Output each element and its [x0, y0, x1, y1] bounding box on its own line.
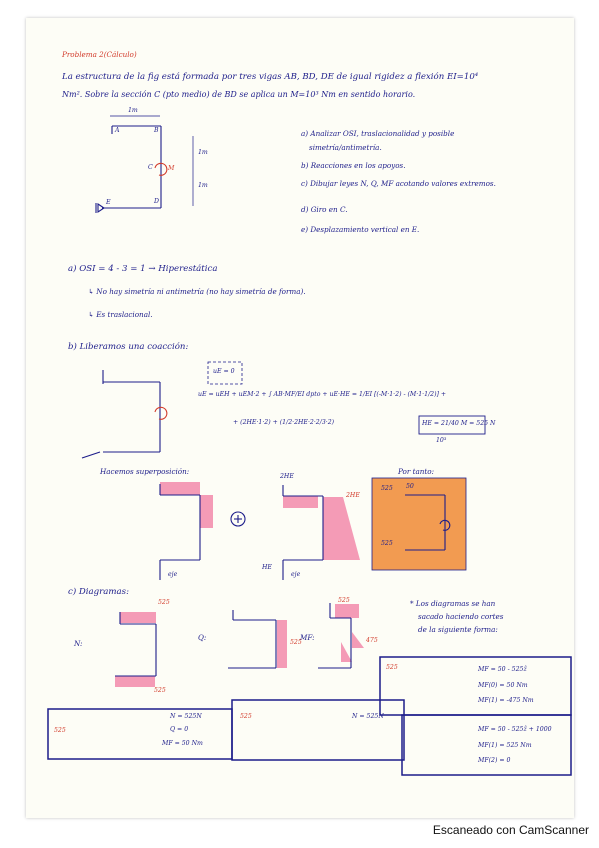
dim-top: 1m [128, 107, 138, 114]
label-2he-top: 2HE [280, 473, 294, 480]
superposition-label: Hacemos superposición: [100, 467, 190, 476]
moment-label: M [168, 165, 175, 172]
box4-mf2: MF(2) = 0 [478, 757, 511, 764]
box1-q: Q = 0 [170, 726, 189, 733]
condition: uE = 0 [213, 368, 235, 375]
structure-figure [95, 115, 194, 214]
mf-value-525: 525 [338, 597, 350, 604]
released-figure [81, 361, 486, 459]
equation-line-2: + (2HE·1·2) + (1/2·2HE·2·2/3·2) [233, 419, 335, 426]
diagram-n-label: N: [74, 639, 83, 648]
question-a-cont: simetría/antimetría. [309, 143, 382, 152]
result-50: 50 [406, 483, 414, 490]
answer-a-line-3: ↳ Es traslacional. [88, 310, 153, 319]
label-2he-right: 2HE [346, 492, 360, 499]
question-b: b) Reacciones en los apoyos. [301, 161, 406, 170]
label-eje-2: eje [291, 571, 301, 578]
result-525-top: 525 [381, 485, 393, 492]
box4-mf1: MF(1) = 525 Nm [478, 742, 532, 749]
statement-line-1: La estructura de la fig está formada por… [62, 72, 479, 82]
point-b: B [154, 127, 159, 134]
answer-b-title: b) Liberamos una coacción: [68, 342, 189, 352]
n-value-top: 525 [158, 599, 170, 606]
box3-mf1: MF(1) = -475 Nm [478, 697, 534, 704]
box3-mf: MF = 50 - 525ẑ [478, 666, 527, 673]
section-cut-boxes [47, 656, 572, 776]
answer-c-title: c) Diagramas: [68, 587, 129, 597]
he-result-power: 10³ [436, 437, 447, 444]
answer-a-line-2: ↳ No hay simetría ni antimetría (no hay … [88, 287, 306, 296]
box1-525: 525 [54, 727, 66, 734]
box3-525: 525 [386, 664, 398, 671]
page-heading: Problema 2(Cálculo) [62, 50, 137, 59]
he-result: HE = 21/40 M = 525 N [422, 420, 496, 427]
note-line-2: sacado haciendo cortes [418, 612, 504, 621]
note-line-3: de la siguiente forma: [418, 625, 498, 634]
mf-value-475: 475 [366, 637, 378, 644]
box2-525: 525 [240, 713, 252, 720]
box2-n: N = 525N [352, 713, 384, 720]
box1-mf: MF = 50 Nm [162, 740, 203, 747]
label-eje-1: eje [168, 571, 178, 578]
question-e: e) Desplazamiento vertical en E. [301, 225, 420, 234]
point-c: C [148, 164, 153, 171]
internal-force-diagrams [115, 603, 364, 687]
point-e: E [106, 199, 111, 206]
superposition-diagrams [159, 477, 467, 580]
question-a: a) Analizar OSI, traslacionalidad y posi… [301, 129, 455, 138]
equation-line-1: uE = uEH + uEM·2 + ∫ AB·MF/EI dpto + uE·… [198, 391, 447, 398]
box1-n: N = 525N [170, 713, 202, 720]
n-value-bottom: 525 [154, 687, 166, 694]
box3-mf0: MF(0) = 50 Nm [478, 682, 528, 689]
statement-line-2: Nm². Sobre la sección C (pto medio) de B… [62, 90, 416, 99]
box4-mf: MF = 50 - 525ẑ + 1000 [478, 726, 552, 733]
label-he: HE [262, 564, 272, 571]
diagram-mf-label: MF: [300, 633, 315, 642]
answer-a-line-1: a) OSI = 4 - 3 = 1 → Hiperestática [68, 264, 218, 274]
point-a: A [115, 127, 120, 134]
note-line-1: * Los diagramas se han [410, 599, 496, 608]
dim-right-1: 1m [198, 149, 208, 156]
point-d: D [154, 198, 159, 205]
question-d: d) Giro en C. [301, 205, 348, 214]
question-c: c) Dibujar leyes N, Q, MF acotando valor… [301, 179, 496, 188]
dim-right-2: 1m [198, 182, 208, 189]
q-value: 525 [290, 639, 302, 646]
diagram-q-label: Q: [198, 633, 207, 642]
por-tanto-label: Por tanto: [398, 467, 435, 476]
result-525-bottom: 525 [381, 540, 393, 547]
camscanner-footer: Escaneado con CamScanner [432, 823, 589, 837]
